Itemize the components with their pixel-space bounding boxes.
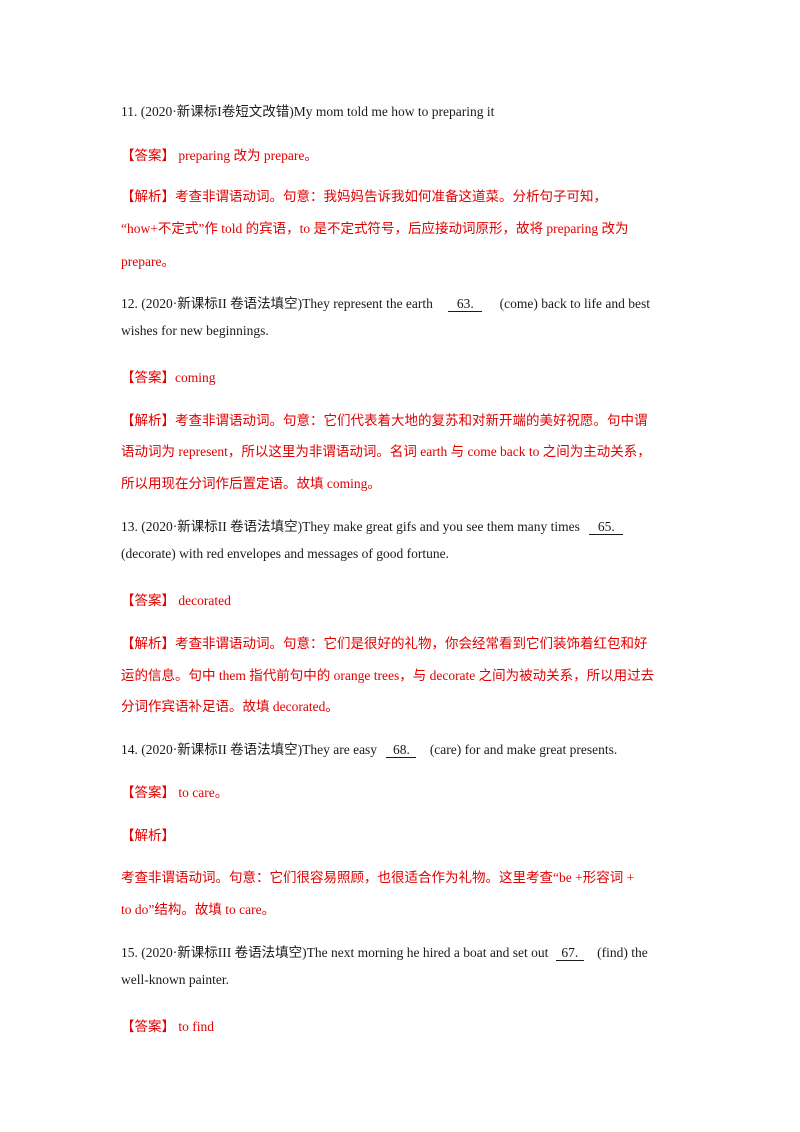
question-11-analysis-line-2: “how+不定式”作 told 的宾语，to 是不定式符号，后应接动词原形，故将… [121,221,629,236]
question-12-stem-b: (come) back to life and best [499,296,650,311]
question-13-blank: 65. [589,519,624,536]
question-12-stem-line-1: 12. (2020·新课标II 卷语法填空)They represent the… [121,292,650,313]
question-14-stem-b: (care) for and make great presents. [429,742,618,757]
question-13-answer: 【答案】 decorated [121,593,231,608]
question-14-stem: 14. (2020·新课标II 卷语法填空)They are easy 68. … [121,738,618,759]
question-14-analysis-line-1: 考查非谓语动词。句意：它们很容易照顾，也很适合作为礼物。这里考查“be +形容词… [121,870,635,885]
question-13-stem-a: 13. (2020·新课标II 卷语法填空)They make great gi… [121,519,580,534]
question-13-analysis-line-2: 运的信息。句中 them 指代前句中的 orange trees，与 decor… [121,668,655,683]
question-14-analysis-line-2: to do”结构。故填 to care。 [121,902,276,917]
question-15-stem-line-2: well-known painter. [121,972,229,987]
question-14-blank: 68. [386,742,417,759]
question-15-answer: 【答案】 to find [121,1019,214,1034]
question-14-answer: 【答案】 to care。 [121,785,229,800]
question-12-answer: 【答案】coming [121,370,216,385]
question-12-analysis-line-3: 所以用现在分词作后置定语。故填 coming。 [121,476,381,491]
question-12-stem-line-2: wishes for new beginnings. [121,323,269,338]
question-12-analysis-line-2: 语动词为 represent，所以这里为非谓语动词。名词 earth 与 com… [121,444,651,459]
question-12-stem-a: 12. (2020·新课标II 卷语法填空)They represent the… [121,296,433,311]
question-12-blank: 63. [448,296,483,313]
question-12-analysis-line-1: 【解析】考查非谓语动词。句意：它们代表着大地的复苏和对新开端的美好祝愿。句中谓 [121,413,648,428]
question-11-answer: 【答案】 preparing 改为 prepare。 [121,148,318,163]
question-11-stem: 11. (2020·新课标I卷短文改错)My mom told me how t… [121,104,495,119]
question-14-stem-a: 14. (2020·新课标II 卷语法填空)They are easy [121,742,378,757]
question-11-analysis-line-3: prepare。 [121,254,175,269]
question-15-stem-a: 15. (2020·新课标III 卷语法填空)The next morning … [121,945,549,960]
question-13-analysis-line-3: 分词作宾语补足语。故填 decorated。 [121,699,339,714]
question-13-stem-line-1: 13. (2020·新课标II 卷语法填空)They make great gi… [121,515,624,536]
question-11-analysis-line-1: 【解析】考查非谓语动词。句意：我妈妈告诉我如何准备这道菜。分析句子可知， [121,189,607,204]
question-15-blank: 67. [555,945,584,962]
question-13-analysis-line-1: 【解析】考查非谓语动词。句意：它们是很好的礼物，你会经常看到它们装饰着红包和好 [121,636,648,651]
question-13-stem-line-2: (decorate) with red envelopes and messag… [121,546,450,561]
question-14-analysis-label: 【解析】 [121,828,175,843]
question-15-stem-line-1: 15. (2020·新课标III 卷语法填空)The next morning … [121,941,648,962]
question-15-stem-b: (find) the [597,945,648,960]
